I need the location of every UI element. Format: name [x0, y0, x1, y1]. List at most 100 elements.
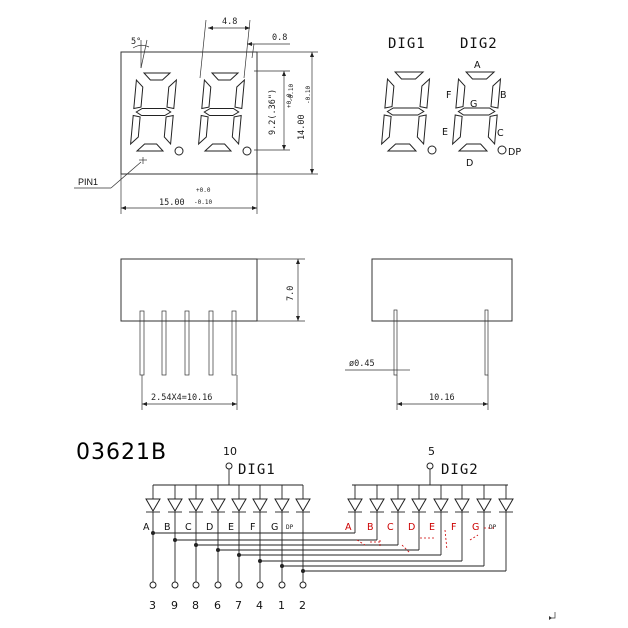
- dig2-diode-3: [411, 498, 427, 512]
- dig2-seg-b: B: [367, 522, 374, 533]
- schematic-dig1-label: DIG1: [238, 462, 276, 478]
- dig1-seg-dp: DP: [286, 524, 294, 531]
- dig1-seg-c: C: [185, 522, 192, 533]
- side-pin-left-5: [231, 310, 237, 376]
- dim-slant-angle: 5°: [131, 37, 141, 47]
- dig1-diodes: [145, 485, 311, 513]
- pin-terminal-7: [278, 581, 286, 589]
- side-pin-right-1: [393, 309, 398, 376]
- pin-number-2: 9: [171, 599, 178, 612]
- segmap-d2-seg-g: [457, 107, 496, 116]
- dim-digit-height-tol-top: +0.0: [286, 93, 293, 108]
- front-d2-seg-b: [234, 78, 246, 110]
- segmap-label-dp: DP: [508, 147, 521, 158]
- dim-width-tol-top: +0.0: [196, 187, 211, 194]
- segmap-label-d: D: [466, 158, 473, 169]
- dig1-seg-e: E: [228, 522, 234, 533]
- segmap-d1-seg-d: [386, 143, 418, 152]
- dig2-terminal: [426, 462, 434, 470]
- front-d1-seg-g: [135, 108, 172, 116]
- side-pin-left-4: [208, 310, 214, 376]
- part-number: 03621B: [76, 440, 167, 465]
- red-mark-3: [401, 544, 411, 554]
- dig1-diode-2: [188, 498, 204, 512]
- dig1-diode-1: [167, 498, 183, 512]
- segmap-d2-seg-a: [464, 71, 496, 80]
- dig2-diodes: [347, 485, 514, 513]
- dig1-diode-5: [252, 498, 268, 512]
- segmap-label-a: A: [474, 60, 481, 71]
- pin-terminal-5: [235, 581, 243, 589]
- side-pin-left-3: [184, 310, 190, 376]
- dig2-diode-1: [369, 498, 385, 512]
- segmap-d1-seg-f: [384, 77, 395, 109]
- segmap-label-b: B: [500, 90, 507, 101]
- pin-number-1: 3: [149, 599, 156, 612]
- red-mark-6: [469, 534, 479, 541]
- segmap-label-e: E: [442, 127, 448, 138]
- segment-map: DIG1 DIG2 A B C D E F G DP: [380, 36, 521, 169]
- front-d1-seg-a: [142, 72, 172, 81]
- dim-pin-diameter: ø0.45: [349, 359, 375, 369]
- dim-row-spacing: 10.16: [429, 393, 455, 403]
- front-d2-seg-c: [231, 114, 242, 146]
- pin-number-5: 7: [235, 599, 242, 612]
- front-d1-seg-f: [133, 78, 144, 110]
- pin-terminal-6: [256, 581, 264, 589]
- dim-height: 14.00: [297, 114, 307, 140]
- dig2-seg-c: C: [387, 522, 394, 533]
- front-dp-2: [242, 146, 252, 156]
- segment-wiring: [149, 512, 556, 620]
- pin-terminal-3: [192, 581, 200, 589]
- dig1-diode-6: [274, 498, 290, 512]
- front-view: 4.8 0.8 5° 9.2(.36") +0.0 14.00 -0.10 -0…: [74, 17, 318, 214]
- pin-terminal-1: [149, 581, 157, 589]
- pin-number-8: 2: [299, 599, 306, 612]
- dig1-seg-b: B: [164, 522, 171, 533]
- segmap-d1-seg-g: [386, 107, 425, 116]
- segmap-dig1-label: DIG1: [388, 36, 426, 52]
- dim-height-tol: -0.10: [305, 86, 312, 104]
- front-d1-seg-b: [166, 78, 178, 110]
- dig1-diode-0: [145, 498, 161, 512]
- segmap-label-f: F: [446, 90, 451, 101]
- pin-terminal-2: [171, 581, 179, 589]
- pin-terminal-8: [299, 581, 307, 589]
- dig2-diode-4: [433, 498, 449, 512]
- segmap-d1-seg-a: [393, 71, 425, 80]
- dig2-diode-5: [454, 498, 470, 512]
- front-dp-1: [174, 146, 184, 156]
- dim-digit-height-tol-bottom: -0.10: [288, 84, 295, 102]
- segmap-d2-seg-e: [451, 114, 463, 146]
- front-d2-seg-f: [201, 78, 212, 110]
- segmap-d1-seg-b: [419, 77, 431, 109]
- side-view-left: 7.0 2.54X4=10.16: [120, 258, 305, 410]
- dig2-diode-6: [476, 498, 492, 512]
- front-d1-seg-d: [135, 143, 165, 152]
- dig1-seg-g: G: [271, 522, 278, 533]
- dim-digit-spacing: 4.8: [222, 17, 237, 27]
- front-d2-seg-a: [210, 72, 240, 81]
- dig2-seg-d: D: [408, 522, 415, 533]
- front-d2-seg-e: [197, 114, 209, 146]
- schematic: 03621B 10 DIG1 5 DIG2 A B C D E F G DP A…: [76, 440, 556, 620]
- dig2-seg-a: A: [345, 522, 352, 533]
- front-d2-seg-d: [203, 143, 233, 152]
- front-d1-seg-c: [163, 114, 174, 146]
- dim-pin-pitch: 2.54X4=10.16: [151, 393, 212, 403]
- dig1-diode-4: [231, 498, 247, 512]
- dig1-seg-d: D: [206, 522, 213, 533]
- segmap-d1-seg-c: [416, 114, 427, 146]
- dig2-seg-f: F: [451, 522, 456, 533]
- pin-number-6: 4: [256, 599, 263, 612]
- segmap-label-c: C: [497, 128, 504, 139]
- front-d2-seg-g: [203, 108, 240, 116]
- segmap-d2-seg-f: [455, 77, 466, 109]
- side-body-right: [371, 258, 513, 322]
- dig1-pin-number: 10: [223, 445, 237, 458]
- dig2-pin-number: 5: [428, 445, 435, 458]
- return-mark-arrow: [549, 616, 552, 620]
- pin-number-7: 1: [278, 599, 285, 612]
- segmap-digit-2: [451, 71, 502, 152]
